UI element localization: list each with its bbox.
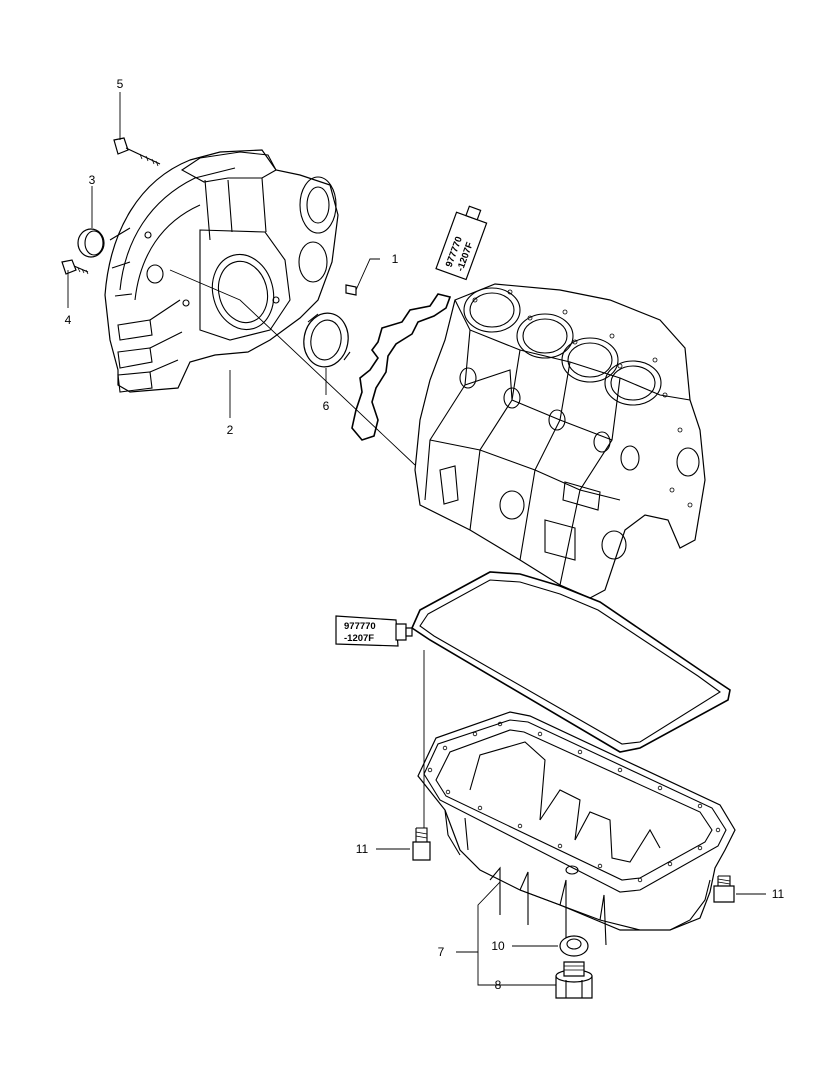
bolt-part-11-left [412, 827, 431, 861]
callout-1: 1 [392, 252, 399, 266]
sealant-tube-lower: 977770 -1207F [335, 615, 413, 647]
callout-10: 10 [491, 939, 505, 953]
callout-labels: 5 3 4 1 2 6 11 11 7 10 8 [65, 77, 785, 992]
sealant-tube-lower-suffix: -1207F [344, 633, 374, 644]
dowel-pin-part-1 [345, 284, 357, 296]
callout-11-left: 11 [356, 842, 369, 856]
oil-pan [417, 711, 736, 946]
callout-5: 5 [117, 77, 124, 91]
oil-pan-gasket [410, 571, 731, 753]
leader-lines [67, 92, 766, 986]
callout-7: 7 [438, 945, 445, 959]
callout-4: 4 [65, 313, 72, 327]
callout-2: 2 [227, 423, 234, 437]
washer-part-10 [559, 935, 589, 957]
flywheel-housing [104, 149, 339, 393]
sealant-tube-upper: 977770 -1207F [435, 205, 488, 281]
oil-seal-part-6 [303, 312, 351, 368]
callout-8: 8 [495, 978, 502, 992]
drain-plug-part-8 [555, 961, 593, 999]
bolt-part-11-right [713, 875, 735, 903]
plug-part-3 [77, 228, 105, 258]
sealant-tube-lower-code: 977770 [344, 621, 376, 632]
callout-11-right: 11 [772, 887, 785, 901]
housing-gasket [351, 293, 452, 441]
cylinder-block [414, 283, 706, 599]
callout-6: 6 [323, 399, 330, 413]
callout-3: 3 [89, 173, 96, 187]
bolt-part-4 [61, 259, 89, 275]
bolt-part-5 [113, 137, 161, 167]
